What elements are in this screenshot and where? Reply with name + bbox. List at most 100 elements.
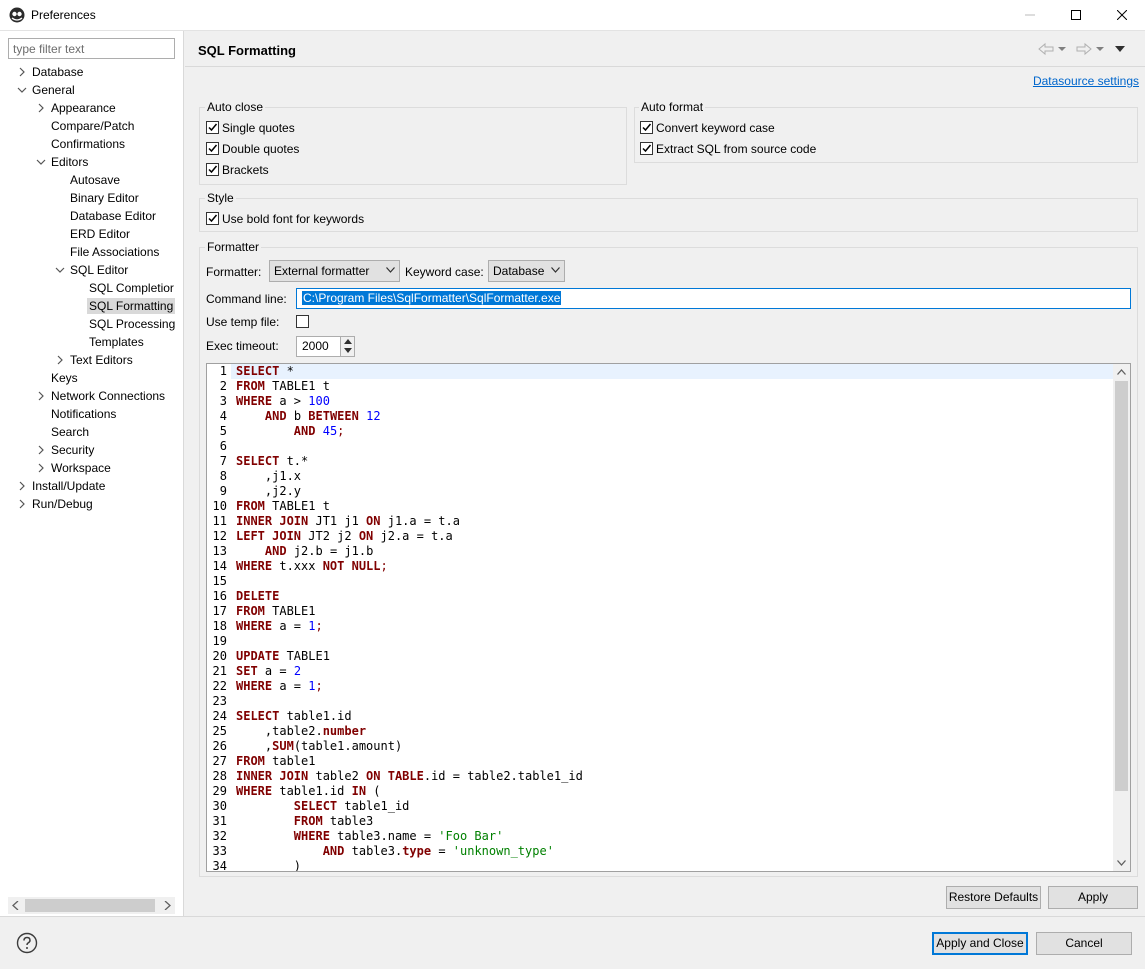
code-token: TABLE1 t: [264, 499, 330, 513]
filter-input[interactable]: [8, 38, 175, 59]
tree-item-general[interactable]: General: [17, 81, 75, 99]
tree-horizontal-scrollbar[interactable]: [8, 897, 175, 914]
tree-item-workspace[interactable]: Workspace: [38, 459, 111, 477]
brackets-checkbox[interactable]: Brackets: [206, 162, 269, 178]
code-token: type: [402, 844, 432, 858]
apply-and-close-button[interactable]: Apply and Close: [932, 932, 1028, 955]
back-dropdown-icon[interactable]: [1058, 47, 1066, 51]
view-menu-icon[interactable]: [1115, 46, 1125, 52]
back-arrow-icon[interactable]: [1038, 42, 1054, 56]
code-token: ON: [366, 769, 381, 783]
spinner-up-icon[interactable]: [344, 339, 352, 344]
formatter-combo[interactable]: External formatter: [269, 260, 400, 282]
code-token: [236, 829, 294, 843]
code-token: WHERE: [236, 784, 273, 798]
tree-item-binary-editor[interactable]: Binary Editor: [70, 191, 139, 205]
code-token: [359, 409, 366, 423]
line-number: 4: [219, 409, 227, 423]
convert-keyword-case-checkbox[interactable]: Convert keyword case: [640, 120, 775, 136]
tree-item-text-editors[interactable]: Text Editors: [57, 351, 133, 369]
tree-item-notifications[interactable]: Notifications: [51, 407, 117, 421]
tree-item-confirmations[interactable]: Confirmations: [51, 137, 126, 151]
code-token: a =: [257, 664, 294, 678]
tree-item-erd-editor[interactable]: ERD Editor: [70, 227, 131, 241]
chevron-right-icon: [38, 391, 44, 401]
tree-item-editors[interactable]: Editors: [36, 153, 88, 171]
tree-item-network-connections[interactable]: Network Connections: [38, 387, 165, 405]
exec-timeout-spinner[interactable]: 2000: [296, 336, 355, 357]
code-line: WHERE t.xxx NOT NULL;: [236, 559, 1126, 574]
code-token: SELECT: [236, 364, 280, 378]
forward-dropdown-icon[interactable]: [1096, 47, 1104, 51]
tree-item-sql-editor[interactable]: SQL Editor: [55, 261, 128, 279]
code-token: table3.: [344, 844, 403, 858]
tree-item-templates[interactable]: Templates: [89, 335, 144, 349]
minimize-icon: [1025, 14, 1035, 16]
code-token: table1.id: [272, 784, 352, 798]
preferences-tree-panel: Database General Appearance Compare/Patc…: [0, 31, 184, 916]
tree-item-file-associations[interactable]: File Associations: [70, 245, 160, 259]
command-line-value: C:\Program Files\SqlFormatter\SqlFormatt…: [302, 291, 562, 305]
command-line-input[interactable]: C:\Program Files\SqlFormatter\SqlFormatt…: [296, 288, 1131, 309]
tree-item-install-update[interactable]: Install/Update: [19, 477, 105, 495]
code-token: table1: [264, 754, 316, 768]
tree-item-sql-processing[interactable]: SQL Processing: [89, 317, 176, 331]
tree-item-search[interactable]: Search: [51, 425, 90, 439]
code-line: ,table2.number: [236, 724, 1126, 739]
maximize-button[interactable]: [1053, 0, 1099, 30]
keyword-case-combo[interactable]: Database: [488, 260, 565, 282]
tree-item-sql-completion[interactable]: SQL Completior: [89, 281, 174, 295]
double-quotes-checkbox[interactable]: Double quotes: [206, 141, 299, 157]
scroll-down-icon[interactable]: [1117, 860, 1126, 866]
code-token: j2.a = t.a: [373, 529, 453, 543]
scroll-up-icon[interactable]: [1117, 369, 1126, 375]
scrollbar-thumb[interactable]: [1115, 381, 1128, 791]
code-token: 12: [366, 409, 381, 423]
tree-item-sql-formatting[interactable]: SQL Formatting: [87, 298, 176, 314]
close-button[interactable]: [1099, 0, 1145, 30]
code-token: SELECT: [236, 454, 280, 468]
code-token: a =: [272, 619, 309, 633]
code-token: WHERE: [236, 679, 273, 693]
single-quotes-checkbox[interactable]: Single quotes: [206, 120, 295, 136]
bold-keywords-checkbox[interactable]: Use bold font for keywords: [206, 211, 364, 227]
apply-button[interactable]: Apply: [1048, 886, 1138, 909]
code-token: SELECT: [236, 709, 280, 723]
formatter-label: Formatter:: [206, 265, 262, 279]
help-icon[interactable]: [16, 932, 38, 954]
editor-vertical-scrollbar[interactable]: [1113, 364, 1130, 871]
code-token: FROM: [236, 499, 265, 513]
checkmark-icon: [208, 214, 218, 223]
cancel-button[interactable]: Cancel: [1036, 932, 1132, 955]
dialog-button-bar: Apply and Close Cancel: [0, 916, 1145, 969]
tree-item-compare-patch[interactable]: Compare/Patch: [51, 119, 135, 133]
code-token: *: [279, 364, 294, 378]
tree-item-database-editor[interactable]: Database Editor: [70, 209, 157, 223]
code-token: 2: [293, 664, 302, 678]
tree-item-database[interactable]: Database: [19, 63, 83, 81]
tree-item-run-debug[interactable]: Run/Debug: [19, 495, 93, 513]
datasource-settings-link[interactable]: Datasource settings: [1032, 74, 1139, 88]
code-token: AND: [293, 424, 316, 438]
forward-arrow-icon[interactable]: [1076, 42, 1092, 56]
code-token: SELECT: [293, 799, 338, 813]
code-token: AND: [264, 409, 287, 423]
scroll-left-icon: [12, 901, 19, 910]
use-temp-file-checkbox[interactable]: [296, 315, 309, 328]
tree-item-keys[interactable]: Keys: [51, 371, 78, 385]
line-number: 19: [212, 634, 227, 648]
code-token: number: [322, 724, 367, 738]
minimize-button[interactable]: [1007, 0, 1053, 30]
extract-sql-checkbox[interactable]: Extract SQL from source code: [640, 141, 816, 157]
tree-item-autosave[interactable]: Autosave: [70, 173, 121, 187]
code-token: WHERE: [293, 829, 330, 843]
tree-item-security[interactable]: Security: [38, 441, 94, 459]
tree-item-appearance[interactable]: Appearance: [38, 99, 116, 117]
restore-defaults-button[interactable]: Restore Defaults: [946, 886, 1041, 909]
header-separator: [185, 66, 1145, 67]
scrollbar-thumb[interactable]: [25, 899, 155, 912]
spinner-down-icon[interactable]: [344, 348, 352, 353]
line-number: 7: [219, 454, 227, 468]
line-number: 16: [212, 589, 227, 603]
